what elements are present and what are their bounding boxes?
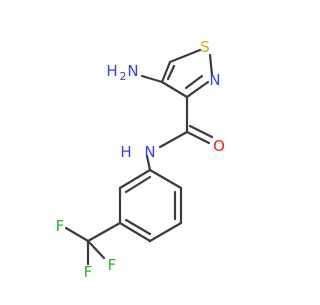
structure-svg: S N H 2 N H N O F F F bbox=[56, 38, 225, 281]
bond-ph-cf3 bbox=[86, 221, 122, 243]
bond-ph-c6-c1-inner bbox=[124, 175, 152, 194]
atom-f3: F bbox=[84, 263, 93, 281]
bond-nh-phenyl bbox=[145, 154, 152, 172]
bond-ph-c6-c1 bbox=[118, 168, 152, 190]
atom-ring-n: N bbox=[209, 71, 220, 89]
atom-amide-h: H bbox=[120, 143, 131, 161]
atom-f1: F bbox=[56, 217, 65, 235]
molecule-structure: S N H 2 N H N O F F F bbox=[56, 38, 225, 281]
bond-ph-c4-c5 bbox=[118, 221, 152, 243]
bond-c-f1 bbox=[64, 226, 90, 243]
bond-carbonyl-o-2 bbox=[188, 124, 214, 139]
bonds bbox=[64, 48, 214, 266]
bond-n-c3 bbox=[185, 80, 210, 99]
bond-n-c3-inner bbox=[184, 74, 204, 90]
bond-ph-c1-c2 bbox=[148, 168, 183, 190]
bond-c4-nh2 bbox=[140, 74, 164, 84]
bond-c3-c4 bbox=[160, 80, 189, 99]
bond-carbonyl-o-1 bbox=[185, 130, 211, 145]
atom-amino-n: N bbox=[127, 62, 138, 80]
atom-amide-n: N bbox=[144, 143, 155, 161]
atom-carbonyl-o: O bbox=[213, 137, 225, 155]
atom-amino-h: H bbox=[106, 62, 117, 80]
bond-ph-c4-c5-inner bbox=[124, 218, 152, 236]
atom-f2: F bbox=[108, 256, 117, 274]
bond-carbonyl-nh bbox=[158, 130, 189, 149]
bond-ph-c3-c4 bbox=[148, 221, 183, 243]
atom-labels: S N H 2 N H N O F F F bbox=[56, 38, 225, 281]
atom-s: S bbox=[200, 38, 210, 56]
bond-c-f2 bbox=[86, 239, 106, 260]
bond-c5-s bbox=[168, 48, 202, 64]
bond-c4-c5 bbox=[160, 60, 172, 84]
atom-amino-h-count: 2 bbox=[120, 70, 127, 83]
bond-s-n bbox=[208, 53, 214, 77]
bond-c4-c5-inner bbox=[166, 64, 176, 81]
